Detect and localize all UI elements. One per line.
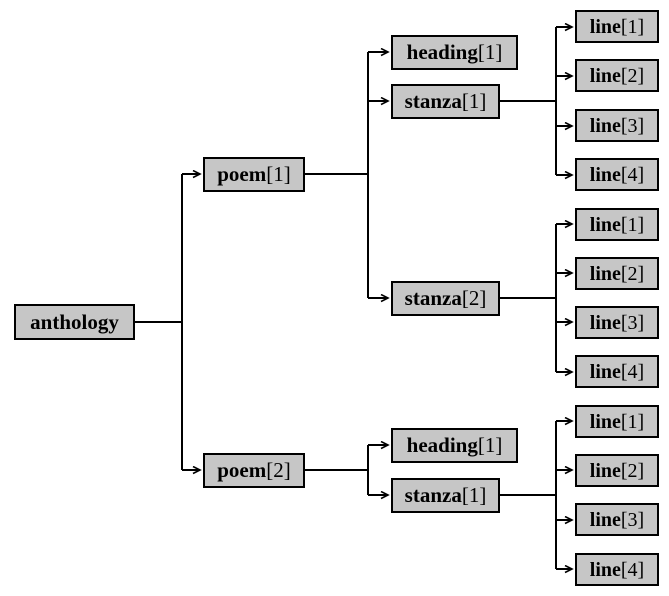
tree-node-poem-1: poem[1] [203,157,305,192]
tree-node-p2s1-line-4: line[4] [575,553,659,586]
node-index: [3] [620,311,645,334]
node-label: stanza [404,483,462,507]
node-label: line [589,311,621,334]
node-index: [1] [477,40,503,64]
node-label: stanza [404,89,462,113]
node-label: heading [406,433,478,457]
tree-node-p1s1-line-1: line[1] [575,10,659,43]
tree-node-p1s1-line-2: line[2] [575,59,659,92]
node-index: [2] [620,262,645,285]
node-index: [3] [620,114,645,137]
node-label: line [589,508,621,531]
node-index: [3] [620,508,645,531]
node-label: line [589,213,621,236]
tree-node-p2s1-line-2: line[2] [575,454,659,487]
node-label: stanza [404,286,462,310]
node-label: heading [406,40,478,64]
node-label: line [589,163,621,186]
node-index: [2] [620,64,645,87]
node-index: [2] [461,286,487,310]
tree-node-p1s2-line-1: line[1] [575,208,659,241]
tree-node-p1s2-line-2: line[2] [575,257,659,290]
tree-node-poem2-heading-1: heading[1] [391,428,518,463]
tree-node-poem1-stanza-2: stanza[2] [391,281,500,316]
tree-node-p2s1-line-1: line[1] [575,405,659,438]
node-label: line [589,262,621,285]
node-label: line [589,558,621,581]
node-label: anthology [30,309,119,334]
node-index: [4] [620,558,645,581]
node-label: line [589,114,621,137]
tree-node-poem2-stanza-1: stanza[1] [391,478,500,513]
node-label: line [589,410,621,433]
node-label: line [589,64,621,87]
node-index: [1] [620,213,645,236]
node-index: [1] [461,89,487,113]
tree-node-p1s2-line-3: line[3] [575,306,659,339]
node-index: [1] [620,410,645,433]
node-label: line [589,459,621,482]
node-label: poem [217,458,267,482]
node-index: [1] [477,433,503,457]
node-index: [1] [461,483,487,507]
tree-node-p1s1-line-3: line[3] [575,109,659,142]
node-index: [2] [266,458,291,482]
node-index: [4] [620,163,645,186]
node-index: [1] [620,15,645,38]
node-label: line [589,360,621,383]
node-label: poem [217,162,267,186]
tree-node-poem1-stanza-1: stanza[1] [391,84,500,119]
tree-node-poem-2: poem[2] [203,453,305,488]
node-label: line [589,15,621,38]
tree-node-poem1-heading-1: heading[1] [391,35,518,70]
tree-node-p1s1-line-4: line[4] [575,158,659,191]
tree-node-p2s1-line-3: line[3] [575,503,659,536]
node-index: [1] [266,162,291,186]
node-index: [2] [620,459,645,482]
tree-node-p1s2-line-4: line[4] [575,355,659,388]
node-index: [4] [620,360,645,383]
tree-node-anthology: anthology [14,304,135,340]
